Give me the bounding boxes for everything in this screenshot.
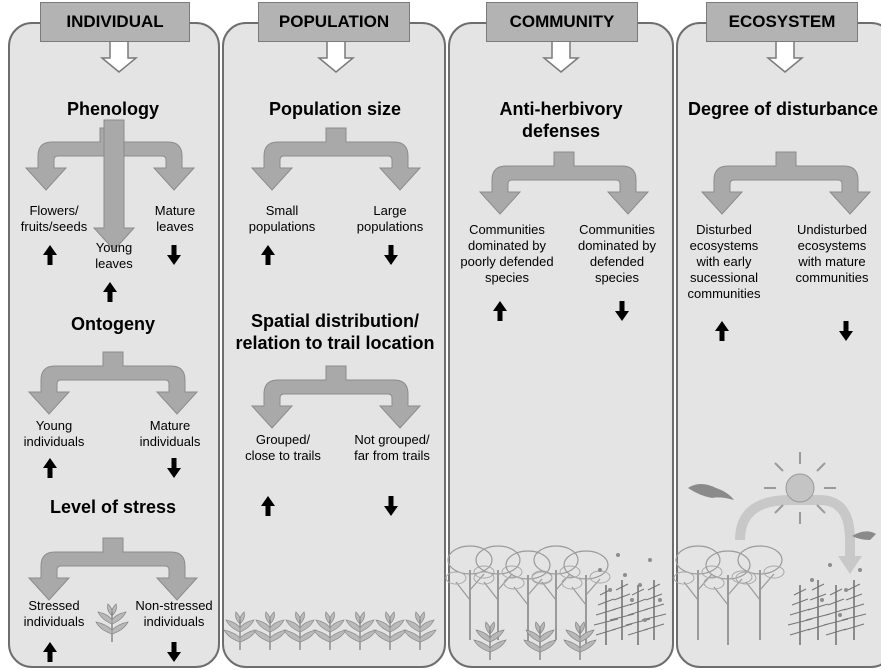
tab-community: COMMUNITY [486, 2, 638, 42]
label-undisturbed: Undisturbed ecosystems with mature commu… [795, 222, 869, 285]
branch-arrow-icon [28, 351, 198, 415]
heading-phenology: Phenology [66, 99, 159, 119]
heading-population-size: Population size [268, 99, 401, 119]
heading-degree-of-disturbance: Degree of disturbance [687, 99, 879, 119]
tab-pointer-icon [99, 40, 805, 73]
branch-arrow-icon [251, 127, 421, 191]
label-defended: Communities dominated by defended specie… [577, 222, 657, 285]
label-mature-leaves: Mature leaves [154, 203, 196, 234]
label-stressed-individuals: Stressed individuals [23, 598, 85, 629]
forest-icon [673, 495, 867, 646]
heading-level-of-stress: Level of stress [49, 497, 177, 517]
label-poorly-defended: Communities dominated by poorly defended… [460, 222, 554, 285]
branch-arrow-icon [251, 365, 421, 429]
label-young-leaves: Young leaves [95, 240, 133, 271]
label-non-stressed-individuals: Non-stressed individuals [135, 598, 213, 629]
heading-ontogeny: Ontogeny [71, 314, 155, 334]
plant-icon [95, 603, 129, 643]
tab-ecosystem-label: ECOSYSTEM [728, 12, 836, 31]
branch-arrow-icon [28, 537, 198, 601]
sun-icon [764, 452, 836, 524]
heading-spatial-distribution: Spatial distribution/ relation to trail … [235, 311, 435, 353]
tab-community-label: COMMUNITY [509, 12, 615, 31]
label-mature-individuals: Mature individuals [139, 418, 201, 449]
heading-anti-herbivory: Anti-herbivory defenses [499, 99, 623, 141]
label-disturbed: Disturbed ecosystems with early sucessio… [687, 222, 761, 301]
tab-ecosystem: ECOSYSTEM [706, 2, 858, 42]
forest-icon [445, 545, 667, 661]
plant-row [223, 611, 437, 651]
tab-population: POPULATION [258, 2, 410, 42]
label-large-populations: Large populations [356, 203, 424, 234]
label-flowers: Flowers/ fruits/seeds [20, 203, 88, 234]
tab-individual: INDIVIDUAL [40, 2, 190, 42]
bird-icon [688, 484, 876, 540]
tab-individual-label: INDIVIDUAL [66, 12, 164, 31]
branch-arrow-icon [701, 151, 871, 215]
tab-population-label: POPULATION [278, 12, 390, 31]
label-not-grouped: Not grouped/ far from trails [354, 432, 430, 463]
panel-community [448, 22, 674, 668]
branch-arrow-icon [479, 151, 649, 215]
label-grouped: Grouped/ close to trails [245, 432, 321, 463]
label-young-individuals: Young individuals [23, 418, 85, 449]
label-small-populations: Small populations [248, 203, 316, 234]
branch-arrow-icon [25, 119, 195, 251]
